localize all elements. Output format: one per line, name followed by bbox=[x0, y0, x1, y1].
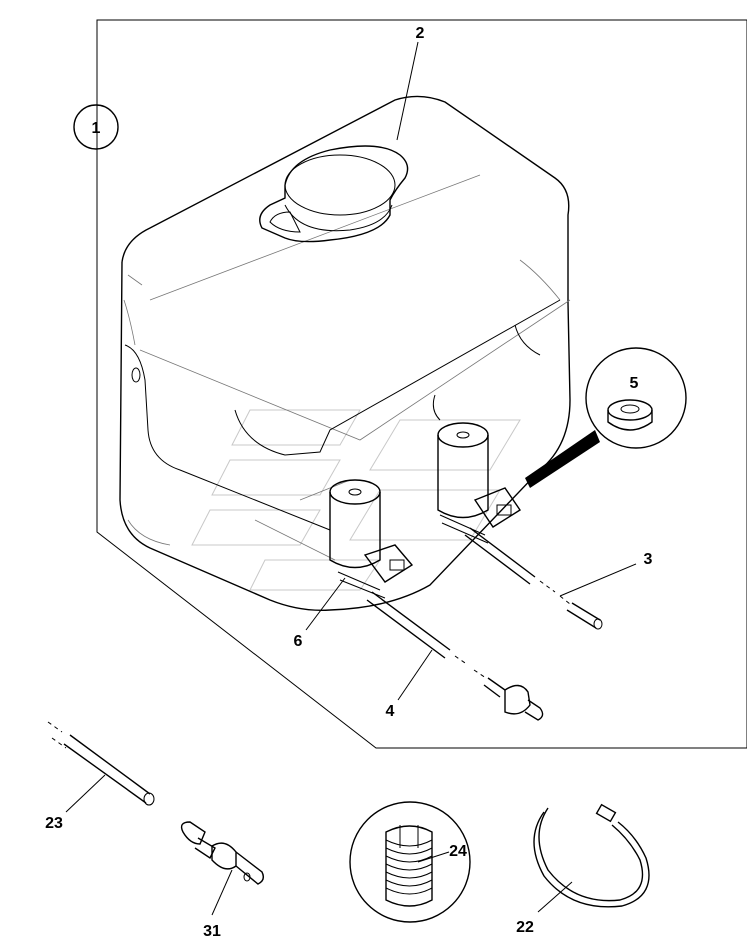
washer-pump-left bbox=[329, 479, 414, 599]
callout-1-label: 1 bbox=[92, 120, 101, 137]
filler-cap bbox=[259, 145, 409, 243]
hose-23 bbox=[47, 721, 155, 806]
callout-6-label: 6 bbox=[294, 633, 303, 650]
hose-4 bbox=[366, 591, 544, 721]
grommet-detail bbox=[525, 347, 687, 488]
leader-lines bbox=[65, 41, 637, 916]
watermark bbox=[191, 409, 521, 591]
callout-5-label: 5 bbox=[630, 375, 639, 392]
assembly-frame bbox=[96, 19, 747, 749]
spring-clip-detail bbox=[349, 801, 471, 923]
callout-23-label: 23 bbox=[45, 815, 63, 832]
callout-4-label: 4 bbox=[386, 703, 395, 720]
callout-31-label: 31 bbox=[203, 923, 221, 940]
callout-24-label: 24 bbox=[449, 843, 467, 860]
callout-22-label: 22 bbox=[516, 919, 534, 936]
washer-pump-right bbox=[437, 422, 521, 544]
hose-3 bbox=[464, 527, 603, 630]
washer-reservoir bbox=[119, 95, 571, 611]
cable-tie-22 bbox=[533, 803, 650, 908]
callout-2-label: 2 bbox=[416, 25, 425, 42]
connector-31 bbox=[180, 821, 265, 885]
callout-3-label: 3 bbox=[644, 551, 653, 568]
callout-1: 1 bbox=[73, 104, 119, 150]
